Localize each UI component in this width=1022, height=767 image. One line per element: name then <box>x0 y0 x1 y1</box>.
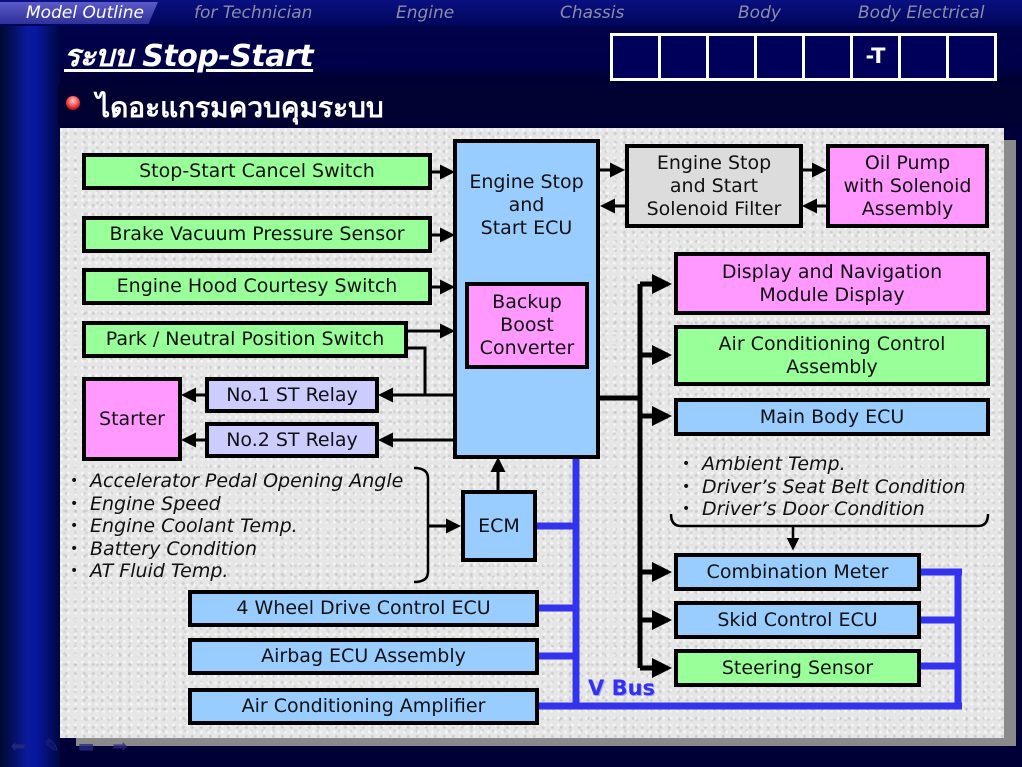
boost-label-line: Boost <box>500 314 554 336</box>
backup-boost-converter: Backup Boost Converter <box>465 282 589 369</box>
ac-label-line: Air Conditioning Control <box>718 332 946 355</box>
ecm-signal-item: Accelerator Pedal Opening Angle <box>70 470 403 493</box>
ecm-signal-item: AT Fluid Temp. <box>70 560 403 583</box>
ac-label-line: Assembly <box>786 355 878 378</box>
no2-st-relay: No.2 ST Relay <box>205 422 379 458</box>
menu-icon[interactable]: ▬ <box>77 736 95 757</box>
body-signal-item: Ambient Temp. <box>682 453 966 476</box>
red-bullet-icon <box>66 96 80 110</box>
display-label-line: Display and Navigation <box>721 260 943 283</box>
model-code-grid: -T <box>610 33 997 81</box>
ac-control-assembly: Air Conditioning Control Assembly <box>674 325 990 386</box>
model-code-cell <box>613 36 661 78</box>
ecm-signal-item: Battery Condition <box>70 538 403 561</box>
tab-for-technician[interactable]: for Technician <box>194 3 313 23</box>
starter: Starter <box>82 377 182 461</box>
v-bus-label: V Bus <box>588 676 656 700</box>
ecu-label-line: Engine Stop <box>469 171 584 193</box>
pen-icon[interactable]: ✎ <box>44 736 60 757</box>
filter-label-line: Engine Stop <box>656 151 772 174</box>
skid-control-ecu: Skid Control ECU <box>674 601 921 639</box>
pump-label-line: Oil Pump <box>864 151 951 174</box>
top-navigation: Model Outline for Technician Engine Chas… <box>0 0 1022 26</box>
ecm: ECM <box>461 490 537 562</box>
pump-label-line: Assembly <box>861 197 954 220</box>
main-body-ecu: Main Body ECU <box>674 398 990 436</box>
filter-label-line: and Start <box>669 174 759 197</box>
model-code-cell <box>757 36 805 78</box>
ecu-label-line: Start ECU <box>480 217 573 239</box>
body-signal-item: Driver’s Door Condition <box>682 498 966 521</box>
filter-label-line: Solenoid Filter <box>646 197 782 220</box>
ecu-label-line: and <box>508 194 545 216</box>
wire-pn-to-relay1 <box>406 346 427 395</box>
body-signal-item: Driver’s Seat Belt Condition <box>682 476 966 499</box>
combination-meter: Combination Meter <box>674 553 921 591</box>
left-decoration <box>0 0 60 767</box>
display-navigation-module: Display and Navigation Module Display <box>674 252 990 315</box>
forward-arrow-icon[interactable]: ➡ <box>112 736 128 757</box>
body-signal-bracket <box>669 513 990 528</box>
airbag-ecu-assembly: Airbag ECU Assembly <box>188 638 539 675</box>
body-signal-list: Ambient Temp. Driver’s Seat Belt Conditi… <box>682 453 966 521</box>
subtitle-band <box>58 86 1022 126</box>
ac-amplifier: Air Conditioning Amplifier <box>188 688 539 725</box>
steering-sensor: Steering Sensor <box>674 649 921 687</box>
engine-hood-courtesy-switch: Engine Hood Courtesy Switch <box>82 268 432 305</box>
boost-label-line: Backup <box>492 291 562 313</box>
ecm-signal-bracket <box>413 466 430 584</box>
tab-body[interactable]: Body <box>738 3 781 23</box>
brake-vacuum-pressure-sensor: Brake Vacuum Pressure Sensor <box>82 216 432 253</box>
model-code-cell: -T <box>853 36 901 78</box>
ecm-signal-item: Engine Speed <box>70 493 403 516</box>
park-neutral-position-switch: Park / Neutral Position Switch <box>82 321 408 358</box>
page-title: ระบบ Stop-Start <box>64 39 314 74</box>
ecm-signal-list: Accelerator Pedal Opening Angle Engine S… <box>70 470 403 583</box>
section-subtitle: ไดอะแกรมควบคุมระบบ <box>96 91 384 124</box>
model-code-cell <box>901 36 949 78</box>
pump-label-line: with Solenoid <box>843 174 972 197</box>
stop-start-cancel-switch: Stop-Start Cancel Switch <box>82 153 432 190</box>
four-wheel-drive-control-ecu: 4 Wheel Drive Control ECU <box>188 590 539 627</box>
tab-chassis[interactable]: Chassis <box>560 3 625 23</box>
ecm-signal-item: Engine Coolant Temp. <box>70 515 403 538</box>
model-code-cell <box>709 36 757 78</box>
boost-label-line: Converter <box>479 337 575 359</box>
solenoid-filter: Engine Stop and Start Solenoid Filter <box>625 144 803 228</box>
tab-model-outline[interactable]: Model Outline <box>0 2 158 24</box>
tab-engine[interactable]: Engine <box>396 3 455 23</box>
no1-st-relay: No.1 ST Relay <box>205 377 379 413</box>
model-code-cell <box>805 36 853 78</box>
model-code-cell <box>661 36 709 78</box>
tab-body-electrical[interactable]: Body Electrical <box>858 3 985 23</box>
back-arrow-icon[interactable]: ⬅ <box>10 736 26 757</box>
display-label-line: Module Display <box>759 283 905 306</box>
oil-pump-with-solenoid: Oil Pump with Solenoid Assembly <box>826 144 989 228</box>
